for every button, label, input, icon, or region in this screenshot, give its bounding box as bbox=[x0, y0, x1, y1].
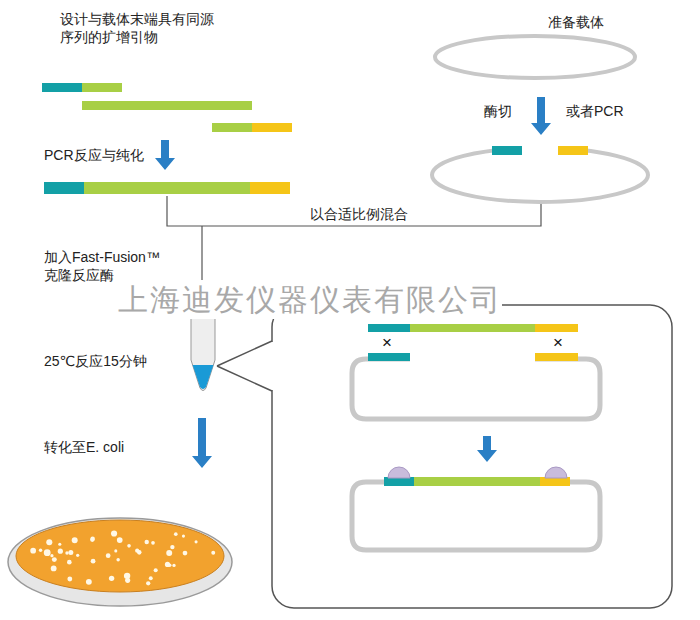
flow-arrow bbox=[531, 97, 551, 135]
colony bbox=[117, 537, 123, 543]
colony bbox=[146, 581, 150, 585]
colony bbox=[39, 548, 42, 551]
step-note: 设计与载体末端具有同源序列的扩增引物 bbox=[60, 10, 220, 46]
step-note: PCR反应与纯化 bbox=[44, 146, 144, 164]
colony bbox=[151, 541, 155, 545]
colony bbox=[91, 559, 96, 564]
colony bbox=[127, 544, 131, 548]
colony bbox=[106, 553, 111, 558]
colony bbox=[67, 560, 72, 565]
colony bbox=[67, 577, 72, 582]
primers bbox=[42, 83, 292, 132]
colony bbox=[30, 548, 36, 554]
colony bbox=[172, 564, 175, 567]
colony bbox=[90, 537, 95, 542]
colony bbox=[145, 540, 149, 544]
colony bbox=[58, 543, 61, 546]
colony bbox=[114, 549, 117, 552]
colony bbox=[125, 578, 130, 583]
petri-dish bbox=[8, 518, 232, 606]
colony bbox=[44, 549, 51, 556]
insert-before bbox=[368, 324, 578, 332]
colony bbox=[72, 537, 78, 543]
colony bbox=[109, 576, 114, 581]
colony bbox=[137, 550, 142, 555]
step-note: 酶切 bbox=[484, 102, 512, 120]
vector-plasmid bbox=[435, 36, 635, 78]
colony bbox=[116, 558, 119, 561]
step-note: 准备载体 bbox=[548, 13, 604, 31]
vector-before bbox=[352, 353, 600, 419]
step-note: 或者PCR bbox=[566, 102, 624, 120]
recombinant-plasmid bbox=[352, 467, 600, 550]
step-note: 以合适比例混合 bbox=[310, 205, 408, 223]
pcr-product bbox=[44, 182, 290, 194]
colony bbox=[165, 562, 170, 567]
flow-arrow bbox=[155, 140, 175, 170]
colony bbox=[111, 530, 117, 536]
colony bbox=[51, 566, 57, 572]
colony bbox=[170, 545, 174, 549]
watermark: 上海迪发仪器仪表有限公司 bbox=[118, 280, 502, 319]
step-note: 25℃反应15分钟 bbox=[44, 352, 147, 370]
colony bbox=[46, 539, 52, 545]
colony bbox=[90, 538, 94, 542]
colony bbox=[182, 535, 185, 538]
colony bbox=[154, 568, 158, 572]
cross-mark: × bbox=[553, 332, 563, 354]
colony bbox=[166, 550, 172, 556]
colony bbox=[183, 551, 188, 556]
colony bbox=[68, 550, 73, 555]
flow-arrow bbox=[192, 418, 212, 468]
colony bbox=[50, 554, 53, 557]
colony bbox=[58, 549, 63, 554]
callout-panel bbox=[217, 305, 672, 608]
colony bbox=[52, 557, 57, 562]
linear-vector bbox=[432, 142, 648, 202]
colony bbox=[211, 551, 215, 555]
colony bbox=[195, 540, 198, 543]
colony bbox=[174, 532, 178, 536]
reaction-tube bbox=[188, 309, 218, 391]
flow-arrow bbox=[477, 436, 497, 462]
colony bbox=[149, 576, 153, 580]
cross-mark: × bbox=[382, 332, 392, 354]
step-note: 加入Fast-Fusion™ 克隆反应酶 bbox=[44, 248, 194, 284]
colony bbox=[76, 554, 79, 557]
colony bbox=[65, 551, 68, 554]
step-note: 转化至E. coli bbox=[44, 438, 124, 456]
colony bbox=[86, 579, 92, 585]
